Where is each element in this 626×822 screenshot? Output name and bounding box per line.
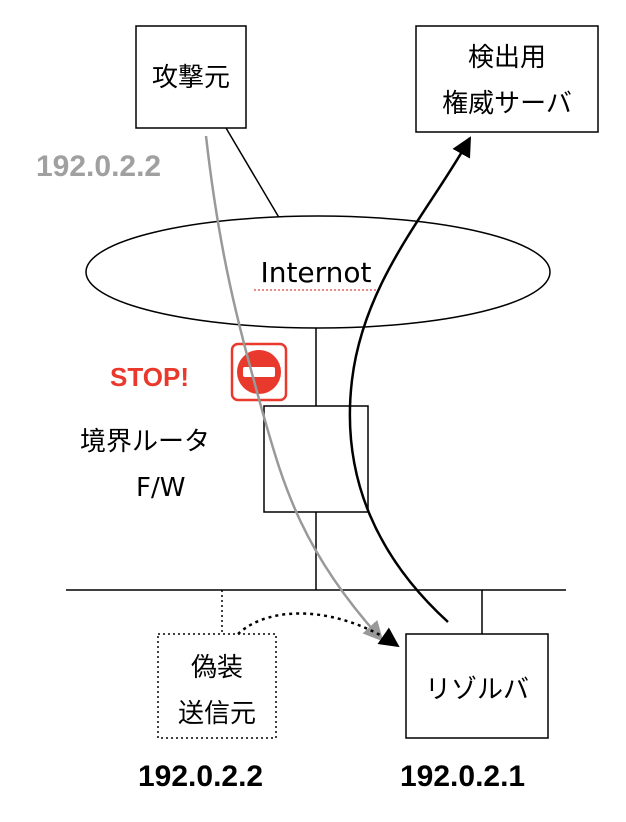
spoofed-source-path bbox=[237, 612, 400, 648]
spoofed-query-path bbox=[204, 135, 384, 642]
attacker-box bbox=[135, 25, 247, 129]
resolver-box bbox=[405, 633, 549, 739]
spoofed-source-label-line2: 送信元 bbox=[178, 699, 256, 729]
stop-label: STOP! bbox=[110, 362, 189, 392]
auth-server-label-line1: 検出用 bbox=[468, 43, 546, 73]
resolver-query-path bbox=[348, 136, 472, 623]
attacker-label: 攻撃元 bbox=[152, 63, 230, 93]
spoofed-ip: 192.0.2.2 bbox=[138, 760, 263, 793]
spoofed-source-box bbox=[157, 633, 277, 739]
no-entry-icon bbox=[230, 342, 288, 402]
border-router-label-line1: 境界ルータ bbox=[80, 427, 210, 457]
border-router-label-line2: F/W bbox=[136, 473, 185, 503]
spoofed-source-label-line1: 偽装 bbox=[191, 653, 243, 683]
attacker-internet-link bbox=[225, 127, 285, 227]
internet-cloud bbox=[85, 215, 551, 329]
auth-server-box bbox=[415, 25, 599, 133]
auth-server-label-line2: 権威サーバ bbox=[442, 89, 572, 119]
internet-label: Internot bbox=[260, 256, 371, 289]
attacker-ip: 192.0.2.2 bbox=[36, 150, 161, 183]
resolver-ip: 192.0.2.1 bbox=[400, 760, 525, 793]
resolver-label: リゾルバ bbox=[425, 675, 529, 705]
